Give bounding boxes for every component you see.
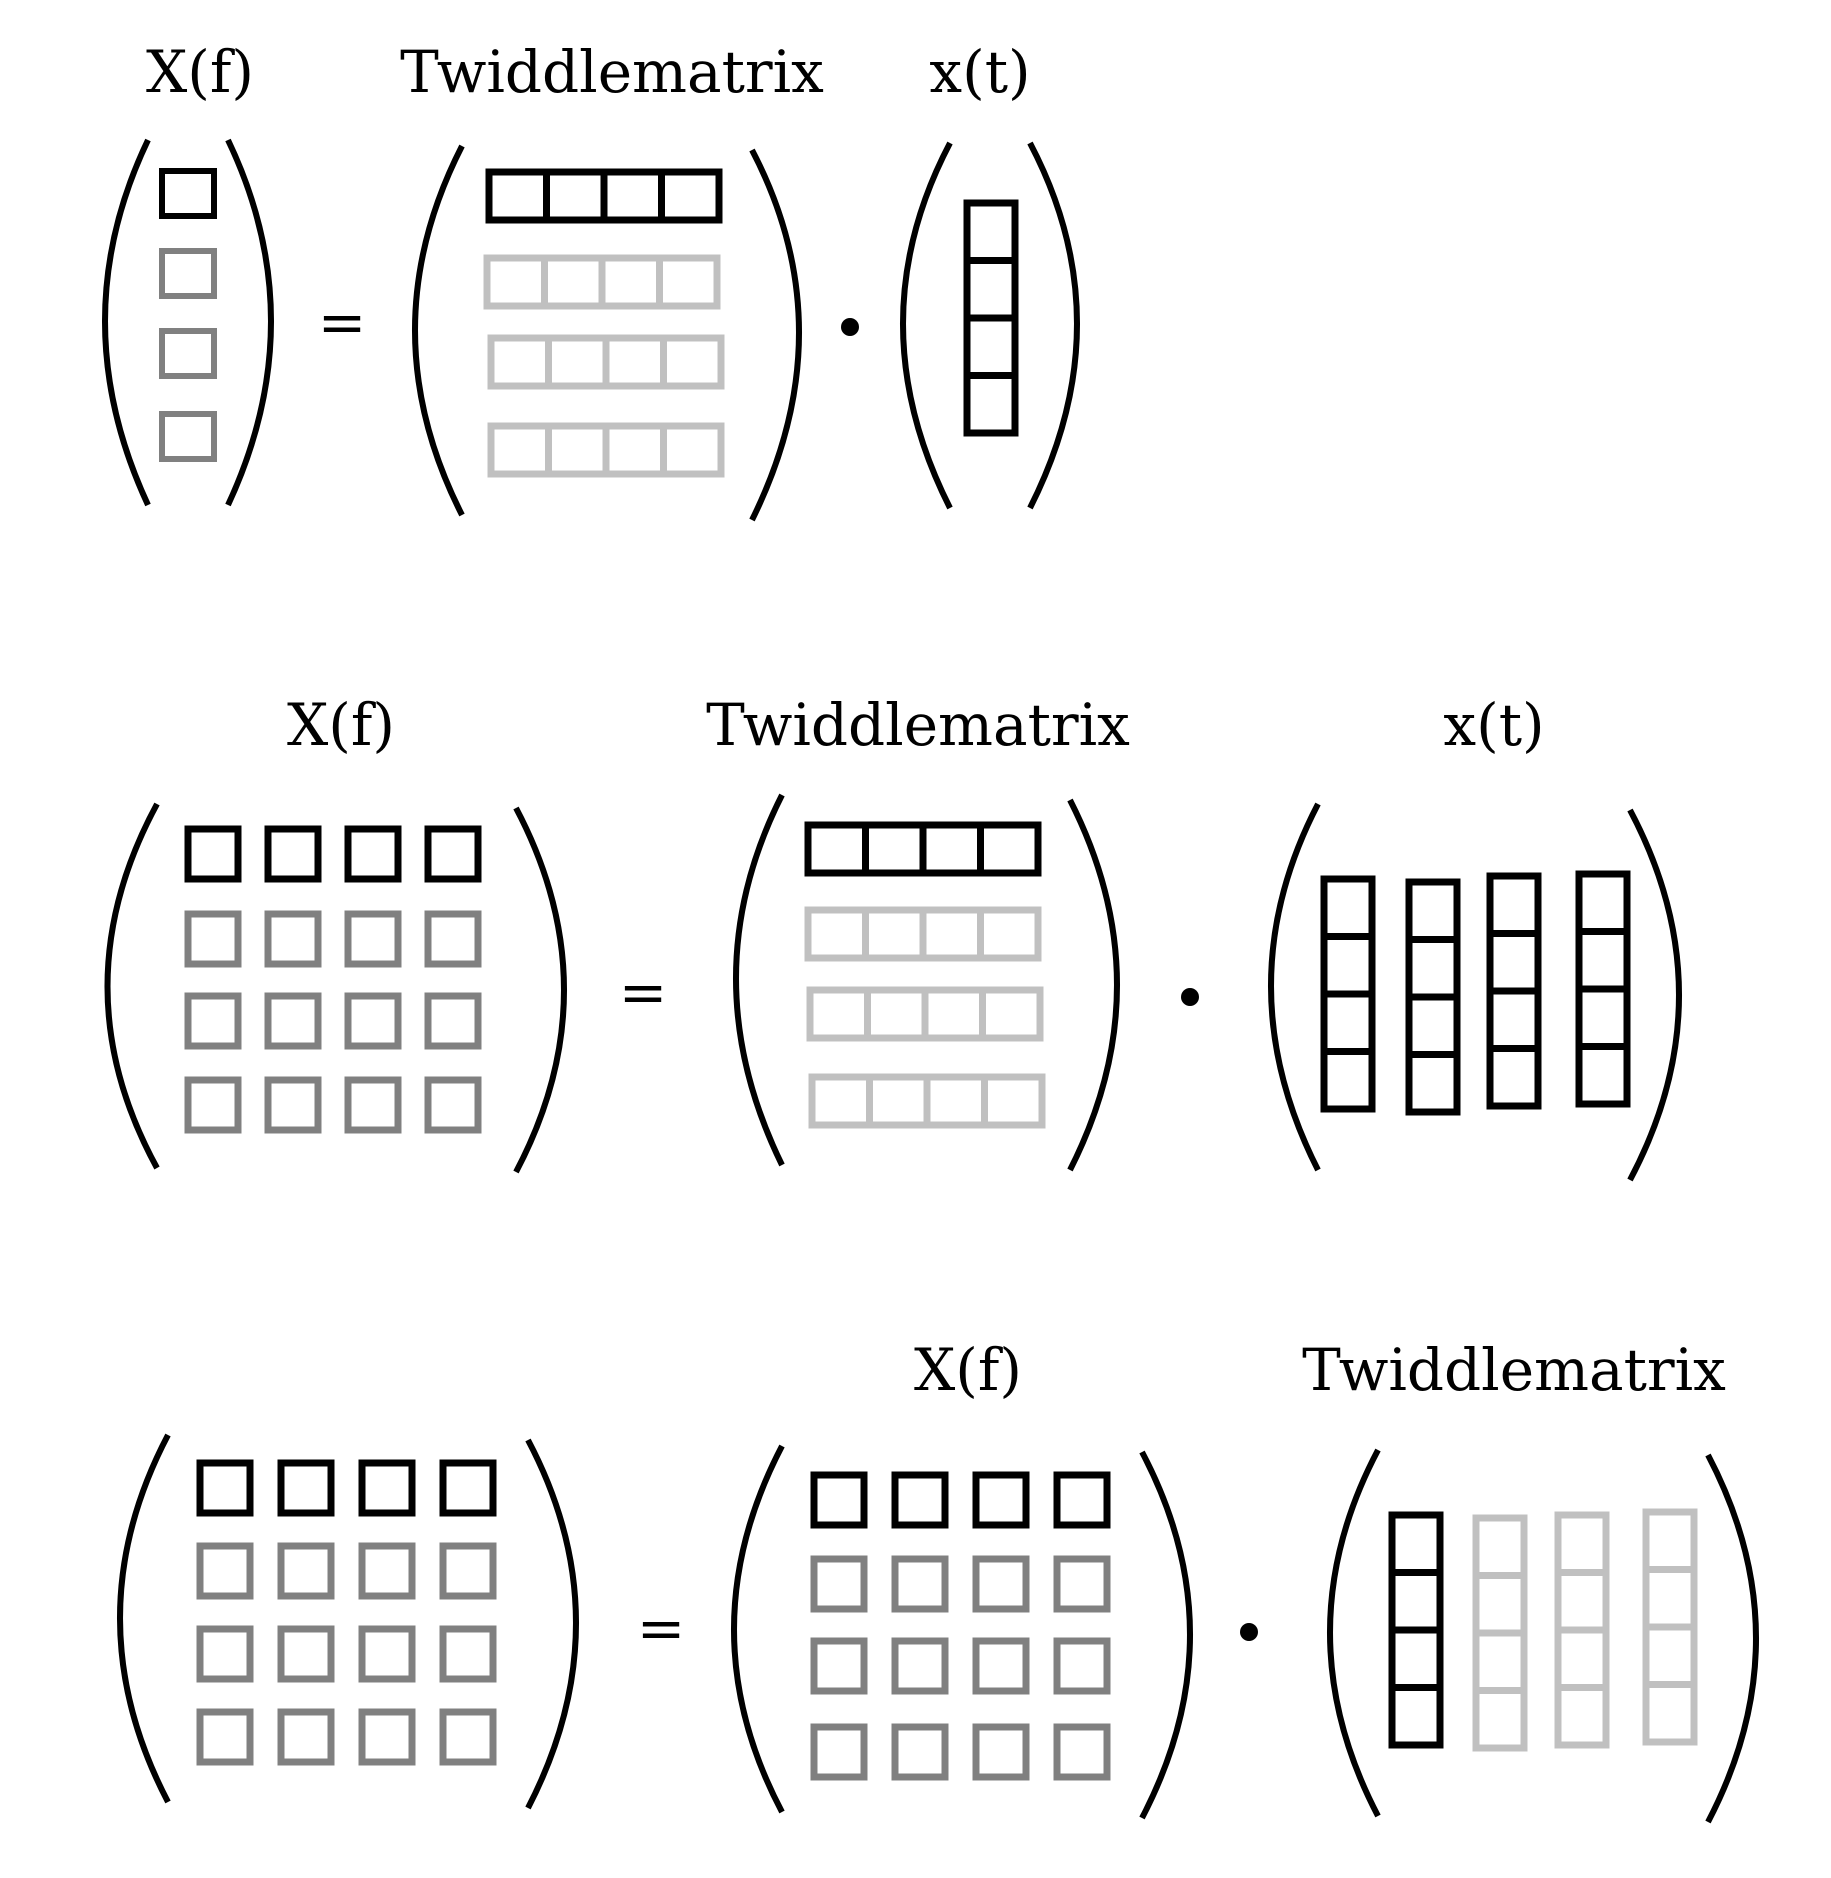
twiddle-matrix [1327,1448,1759,1824]
twiddle-columns [1388,1508,1698,1752]
equation-3: X(f) Twiddlematrix = [117,1336,1759,1824]
matrix-row [196,1542,497,1600]
twiddle-matrix [733,793,1120,1172]
signal-column [1405,878,1461,1116]
left-bracket [104,802,160,1170]
right-bracket [525,1438,579,1810]
multiply-dot [1240,1623,1258,1641]
twiddle-row [804,821,1042,877]
signal-column [963,199,1019,437]
xt-vector [900,141,1080,510]
xf-matrix [731,1444,1193,1820]
twiddle-row [487,422,725,478]
matrix-row [196,1625,497,1683]
matrix-row [810,1723,1111,1781]
twiddle-rows [804,821,1046,1129]
twiddle-row [487,334,725,390]
signal-column [1486,872,1542,1110]
right-bracket [1705,1453,1759,1824]
right-bracket [1139,1450,1193,1820]
label-xf: X(f) [287,691,395,759]
twiddle-column [1642,1508,1698,1746]
matrix-row [184,992,482,1050]
matrix-row [810,1471,1111,1529]
xt-columns [1320,870,1631,1116]
matrix-row [184,910,482,968]
label-xf: X(f) [914,1336,1022,1404]
xt-columns [963,199,1019,437]
twiddle-row [808,1073,1046,1129]
twiddle-row [806,986,1044,1042]
twiddle-column [1554,1511,1610,1749]
matrix-cells [184,825,482,1134]
signal-column [1320,875,1376,1113]
twiddle-column [1388,1511,1444,1749]
label-xf: X(f) [146,38,254,106]
matrix-row [184,825,482,883]
label-twiddlematrix: Twiddlematrix [1302,1336,1726,1404]
cell [159,168,217,219]
vector-cells [159,168,217,462]
equals-sign: = [637,1594,686,1662]
label-twiddlematrix: Twiddlematrix [400,38,824,106]
matrix-row [810,1637,1111,1695]
right-bracket [749,148,802,522]
right-bracket [225,138,274,507]
label-xt: x(t) [1443,691,1544,759]
left-bracket [102,138,151,507]
left-bracket [412,144,465,517]
multiply-dot [1181,988,1199,1006]
label-twiddlematrix: Twiddlematrix [706,691,1130,759]
xt-matrix [1268,802,1682,1182]
matrix-cells [196,1459,497,1766]
right-bracket [1067,798,1120,1172]
left-bracket [900,141,953,510]
twiddle-rows [483,168,725,478]
multiply-dot [841,318,859,336]
matrix-row [196,1459,497,1517]
cell [159,328,217,379]
right-bracket [513,806,567,1174]
matrix-cells [810,1471,1111,1781]
left-bracket [733,793,785,1167]
xf-vector [102,138,274,507]
matrix-row [196,1708,497,1766]
label-xt: x(t) [929,38,1030,106]
xf-matrix [104,802,567,1174]
right-bracket [1627,808,1682,1182]
equals-sign: = [619,958,668,1026]
cell [159,411,217,462]
cell [159,248,217,299]
twiddle-row [483,254,721,310]
left-bracket [731,1444,785,1814]
left-bracket [1268,802,1321,1172]
twiddle-row [485,168,723,224]
matrix-row [184,1076,482,1134]
result-matrix [117,1433,579,1810]
right-bracket [1027,141,1080,510]
left-bracket [1327,1448,1381,1818]
equation-1: X(f) Twiddlematrix x(t) = [102,38,1080,522]
left-bracket [117,1433,171,1804]
twiddle-column [1472,1514,1528,1752]
twiddle-row [804,906,1042,962]
equation-2: X(f) Twiddlematrix x(t) = [104,691,1682,1182]
signal-column [1575,870,1631,1108]
matrix-row [810,1555,1111,1613]
twiddle-matrix [412,144,802,522]
equals-sign: = [318,288,367,356]
